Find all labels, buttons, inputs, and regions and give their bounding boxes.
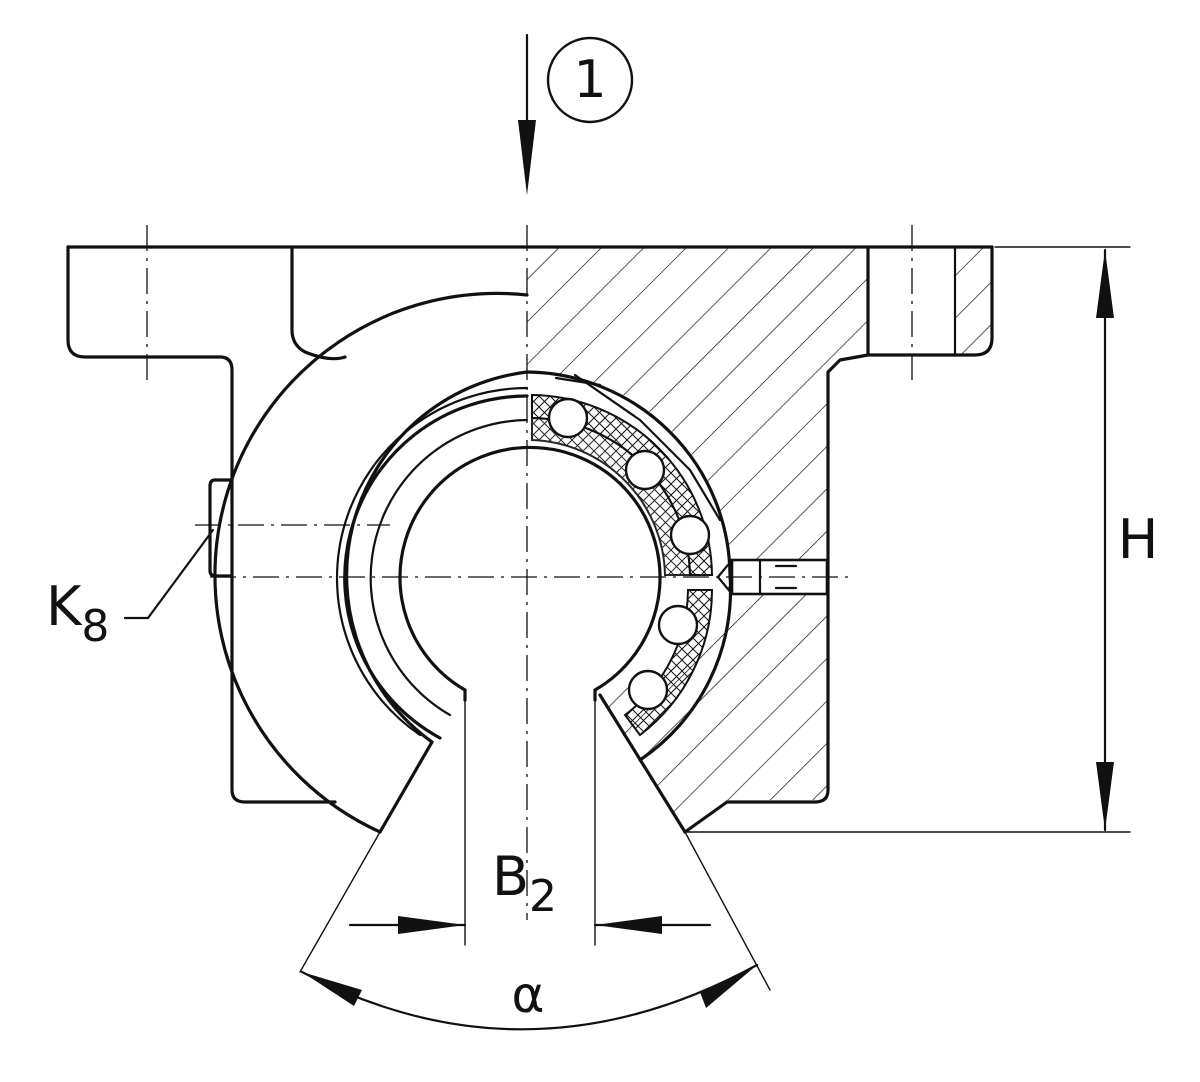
balls [547, 397, 711, 711]
height-label: H [1118, 508, 1159, 571]
load-arrow [518, 33, 634, 195]
thread-leader [123, 528, 215, 620]
ball-cage [531, 393, 714, 737]
housing-section-hatch [527, 248, 992, 832]
height-dimension [684, 246, 1131, 833]
housing-outline [66, 245, 994, 834]
center-lines [146, 225, 913, 920]
bearing-rings [213, 291, 733, 834]
callout-number: 1 [573, 50, 606, 110]
angle-dimension [299, 831, 771, 1031]
thread-label: K8 [46, 575, 109, 652]
angle-label: α [512, 966, 545, 1024]
width-dimension [348, 699, 712, 946]
width-label: B2 [492, 845, 557, 922]
callout-circle [546, 36, 634, 124]
